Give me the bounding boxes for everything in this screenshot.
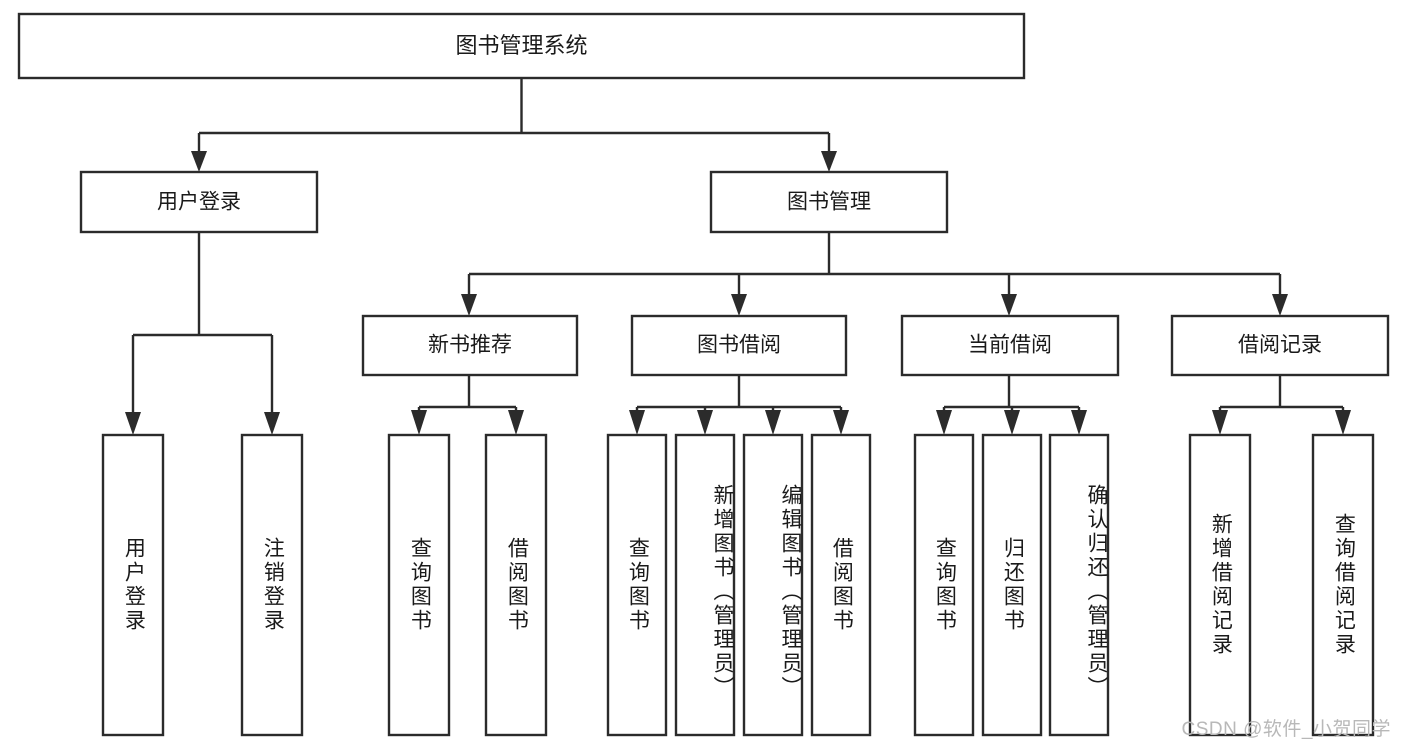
node-leaf-confirm-return-box[interactable]	[1048, 433, 1110, 737]
arrowhead-leaf-confirm-return	[1071, 410, 1087, 435]
node-user-login[interactable]: 用户登录	[79, 170, 319, 234]
node-user-login-label: 用户登录	[157, 191, 241, 214]
node-leaf-return-book-box[interactable]	[981, 433, 1043, 737]
arrowhead-leaf-borrow-book-1	[508, 410, 524, 435]
node-leaf-add-book-box[interactable]	[674, 433, 736, 737]
arrowhead-new-book-rec	[461, 294, 477, 316]
node-book-borrow-label: 图书借阅	[697, 334, 781, 357]
node-borrow-record-label: 借阅记录	[1238, 334, 1322, 357]
arrowhead-leaf-borrow-book-2	[833, 410, 849, 435]
node-leaf-query-book-1-box[interactable]	[387, 433, 451, 737]
node-book-manage-box[interactable]	[709, 170, 949, 234]
node-book-borrow-box[interactable]	[630, 314, 848, 377]
leaf-box-group	[101, 433, 1375, 737]
node-borrow-record[interactable]: 借阅记录	[1170, 314, 1390, 377]
node-leaf-edit-book-box[interactable]	[742, 433, 804, 737]
arrowhead-borrow-record	[1272, 294, 1288, 316]
arrowhead-user-login	[191, 151, 207, 172]
arrowhead-leaf-query-book-3	[936, 410, 952, 435]
node-root[interactable]: 图书管理系统	[17, 12, 1026, 80]
node-leaf-query-record-box[interactable]	[1311, 433, 1375, 737]
arrowhead-book-borrow	[731, 294, 747, 316]
arrowhead-leaf-user-login	[125, 412, 141, 435]
node-user-login-box[interactable]	[79, 170, 319, 234]
arrowhead-leaf-add-record	[1212, 410, 1228, 435]
node-leaf-borrow-book-1-box[interactable]	[484, 433, 548, 737]
node-current-borrow[interactable]: 当前借阅	[900, 314, 1120, 377]
arrowhead-leaf-edit-book	[765, 410, 781, 435]
node-leaf-logout-box[interactable]	[240, 433, 304, 737]
node-new-book-rec-label: 新书推荐	[428, 334, 512, 357]
arrowhead-leaf-query-book-2	[629, 410, 645, 435]
node-leaf-borrow-book-2-box[interactable]	[810, 433, 872, 737]
watermark-text: CSDN @软件_小贺同学	[1181, 719, 1391, 740]
node-new-book-rec[interactable]: 新书推荐	[361, 314, 579, 377]
arrowhead-leaf-query-record	[1335, 410, 1351, 435]
node-book-manage[interactable]: 图书管理	[709, 170, 949, 234]
node-leaf-query-book-2-box[interactable]	[606, 433, 668, 737]
node-book-manage-label: 图书管理	[787, 191, 871, 214]
arrowhead-leaf-add-book	[697, 410, 713, 435]
node-new-book-rec-box[interactable]	[361, 314, 579, 377]
node-current-borrow-box[interactable]	[900, 314, 1120, 377]
node-root-box[interactable]	[17, 12, 1026, 80]
node-borrow-record-box[interactable]	[1170, 314, 1390, 377]
connector-group	[125, 78, 1351, 435]
node-root-label: 图书管理系统	[455, 33, 587, 58]
node-leaf-add-record-box[interactable]	[1188, 433, 1252, 737]
arrowhead-leaf-return-book	[1004, 410, 1020, 435]
node-book-borrow[interactable]: 图书借阅	[630, 314, 848, 377]
node-current-borrow-label: 当前借阅	[968, 334, 1052, 357]
arrowhead-book-manage	[821, 151, 837, 172]
arrowhead-leaf-logout	[264, 412, 280, 435]
arrowhead-leaf-query-book-1	[411, 410, 427, 435]
node-leaf-query-book-3-box[interactable]	[913, 433, 975, 737]
arrowhead-current-borrow	[1001, 294, 1017, 316]
node-leaf-user-login-box[interactable]	[101, 433, 165, 737]
